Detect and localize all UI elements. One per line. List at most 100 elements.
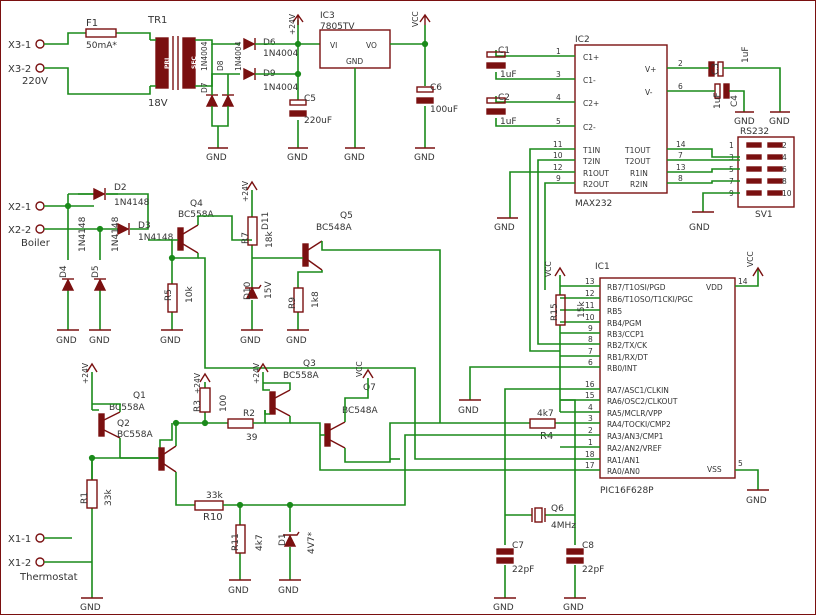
x2-1-label: X2-1	[8, 202, 31, 213]
svg-text:10: 10	[553, 151, 563, 160]
ic3-label: IC3	[320, 11, 335, 21]
q2-transistor	[98, 411, 121, 439]
ic1-label: IC1	[595, 262, 610, 272]
svg-text:7: 7	[588, 347, 593, 356]
c1-capacitor	[486, 51, 506, 58]
d11-label: D11	[261, 212, 271, 230]
svg-text:9: 9	[588, 324, 593, 333]
c2-label: C2	[498, 93, 510, 103]
d4-diode	[61, 278, 75, 291]
svg-text:8: 8	[782, 177, 787, 186]
q6-value: 4MHz	[551, 521, 576, 531]
c5-value: 220uF	[304, 116, 332, 126]
gnd-label-r11: GND	[228, 586, 249, 596]
svg-text:RB4/PGM: RB4/PGM	[607, 319, 641, 328]
svg-text:T1OUT: T1OUT	[624, 146, 651, 155]
svg-text:RB0/INT: RB0/INT	[607, 364, 637, 373]
sec-label: SEC	[191, 56, 198, 69]
c2-capacitor	[486, 97, 506, 104]
pic-name: PIC16F628P	[600, 486, 654, 496]
plus24-label-1: +24V	[288, 13, 297, 35]
d9-diode	[243, 67, 256, 81]
plus24-label-r3: +24V	[193, 372, 202, 394]
q1-transistor	[158, 445, 177, 473]
c7-value: 22pF	[512, 565, 534, 575]
r5-label: R5	[164, 289, 174, 301]
svg-text:9: 9	[556, 174, 561, 183]
gnd-label-c8: GND	[563, 603, 584, 613]
svg-text:R1OUT: R1OUT	[583, 169, 609, 178]
c4-label: C4	[730, 95, 740, 107]
x2-2-label: X2-2	[8, 225, 31, 236]
r7-value: 18k	[265, 231, 275, 248]
svg-text:14: 14	[676, 140, 686, 149]
svg-text:V-: V-	[645, 88, 653, 97]
d6-value: 1N4004	[263, 49, 299, 59]
r15-label: R15	[550, 303, 560, 321]
sv1-label: SV1	[755, 210, 773, 220]
q2-value: BC558A	[117, 430, 153, 440]
svg-text:12: 12	[553, 163, 563, 172]
max232-left-pins: C1+ C1- C2+ C2- T1IN T2IN R1OUT R2OUT 1 …	[548, 47, 609, 189]
ic3-vo: VO	[366, 41, 377, 50]
svg-text:T1IN: T1IN	[582, 146, 600, 155]
r2-label: R2	[243, 409, 255, 419]
svg-text:C2-: C2-	[583, 123, 596, 132]
d10-zener	[245, 286, 259, 299]
x1-1-label: X1-1	[8, 534, 31, 545]
c3-value: 1uF	[741, 46, 751, 63]
svg-text:RA6/OSC2/CLKOUT: RA6/OSC2/CLKOUT	[607, 397, 678, 406]
c8-label: C8	[582, 541, 594, 551]
gnd-label-ps3: GND	[344, 153, 365, 163]
svg-text:12: 12	[585, 289, 595, 298]
d2-diode	[93, 187, 106, 201]
ic3-value: 7805TV	[320, 22, 355, 32]
gnd-label-c7: GND	[493, 603, 514, 613]
r1-resistor	[86, 479, 98, 509]
d5-label: D5	[91, 265, 101, 278]
d3-label: D3	[138, 221, 151, 231]
q1-label: Q1	[133, 391, 146, 401]
svg-text:11: 11	[553, 140, 563, 149]
svg-text:1: 1	[729, 141, 734, 150]
c8-capacitor	[566, 548, 584, 555]
ic2-label: IC2	[575, 35, 590, 45]
max232-section: IC2 MAX232 C1+ C1- C2+ C2- T1IN T2IN R1O…	[486, 35, 795, 352]
svg-text:10: 10	[782, 189, 792, 198]
svg-text:3: 3	[588, 414, 593, 423]
svg-text:1: 1	[588, 438, 593, 447]
r4-resistor	[529, 418, 556, 429]
q3-transistor	[269, 389, 291, 417]
svg-text:RA1/AN1: RA1/AN1	[607, 456, 640, 465]
max232-name: MAX232	[575, 199, 612, 209]
q7-transistor	[324, 421, 346, 449]
svg-text:4: 4	[782, 153, 787, 162]
x1-2-label: X1-2	[8, 558, 31, 569]
svg-text:11: 11	[585, 301, 595, 310]
svg-text:RA2/AN2/VREF: RA2/AN2/VREF	[607, 444, 662, 453]
x3-1-label: X3-1	[8, 40, 31, 51]
svg-text:15: 15	[585, 391, 595, 400]
f1-value: 50mA*	[86, 41, 117, 51]
c6-capacitor	[416, 86, 434, 93]
r7-label: R7	[241, 232, 251, 244]
d6-label: D6	[263, 38, 276, 48]
d8-label: D8	[216, 60, 225, 71]
svg-text:RB2/TX/CK: RB2/TX/CK	[607, 341, 648, 350]
c2-value: 1uF	[500, 117, 517, 127]
svg-text:10: 10	[585, 313, 595, 322]
q6-crystal	[534, 507, 543, 523]
q5-transistor	[270, 240, 323, 271]
gnd-label-c4: GND	[734, 117, 755, 127]
r3-label: R3	[193, 400, 203, 412]
transformer-tr1	[150, 36, 205, 90]
tr1-sec-value: 18V	[148, 98, 168, 109]
svg-text:4: 4	[556, 93, 561, 102]
r1-value: 33k	[104, 489, 114, 506]
q3-value: BC558A	[283, 371, 319, 381]
gnd-label-ps2: GND	[287, 153, 308, 163]
svg-text:RA0/AN0: RA0/AN0	[607, 467, 640, 476]
vdd-label: VDD	[706, 283, 723, 292]
thermostat-label: Thermostat	[19, 572, 78, 583]
